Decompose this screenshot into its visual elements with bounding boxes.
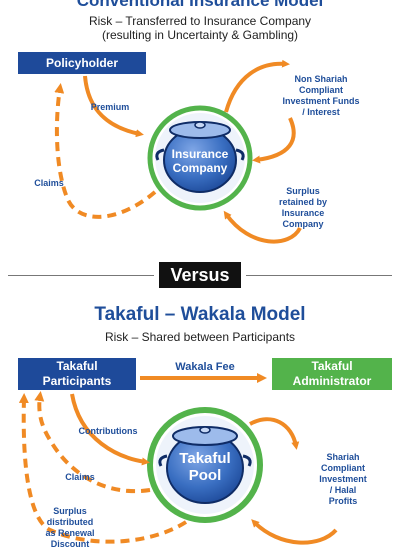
contributions-label: Contributions [78,426,138,436]
takaful-administrator-box: Takaful Administrator [272,358,392,390]
takaful-participants-box: Takaful Participants [18,358,136,390]
investment-arrow-return [252,117,296,164]
divider-left [8,275,154,276]
surplus-retained-label: Surplus retained by Insurance Company [278,186,327,229]
takaful-pot-icon [147,407,263,523]
surplus-distributed-arrow [18,393,188,544]
top-subtitle-line2: (resulting in Uncertainty & Gambling) [101,28,299,42]
insurance-company-label: Insurance Company [171,147,229,175]
versus-badge: Versus [159,262,241,288]
premium-label: Premium [90,102,130,112]
bottom-subtitle: Risk – Shared between Participants [104,330,296,344]
claims-label-bottom: Claims [65,472,95,482]
bottom-title: Takaful – Wakala Model [94,304,306,325]
policyholder-label: Policyholder [45,55,119,70]
non-shariah-investment-label: Non Shariah Compliant Investment Funds /… [282,74,360,117]
claims-arrow [54,83,157,219]
top-title: Conventional Insurance Model [76,0,324,10]
wakala-fee-label: Wakala Fee [175,361,235,373]
shariah-investment-arrow-out [249,417,300,450]
divider-right [246,275,392,276]
policyholder-box: Policyholder [18,52,146,74]
shariah-investment-arrow-return [251,519,338,545]
takaful-pool-label: Takaful Pool [179,450,231,484]
investment-arrow-out [224,59,290,113]
top-arrows [54,59,302,244]
contributions-arrow [70,393,150,466]
surplus-distributed-label: Surplus distributed as Renewal Discount [45,506,95,549]
bottom-arrows [18,373,338,545]
premium-arrow [83,75,144,138]
claims-arrow-bottom [34,391,151,494]
shariah-investment-label: Shariah Compliant Investment / Halal Pro… [319,452,367,506]
top-subtitle-line1: Risk – Transferred to Insurance Company [88,14,312,28]
insurance-pot-icon [147,105,253,211]
claims-label-top: Claims [34,178,64,188]
surplus-arrow [223,210,302,244]
